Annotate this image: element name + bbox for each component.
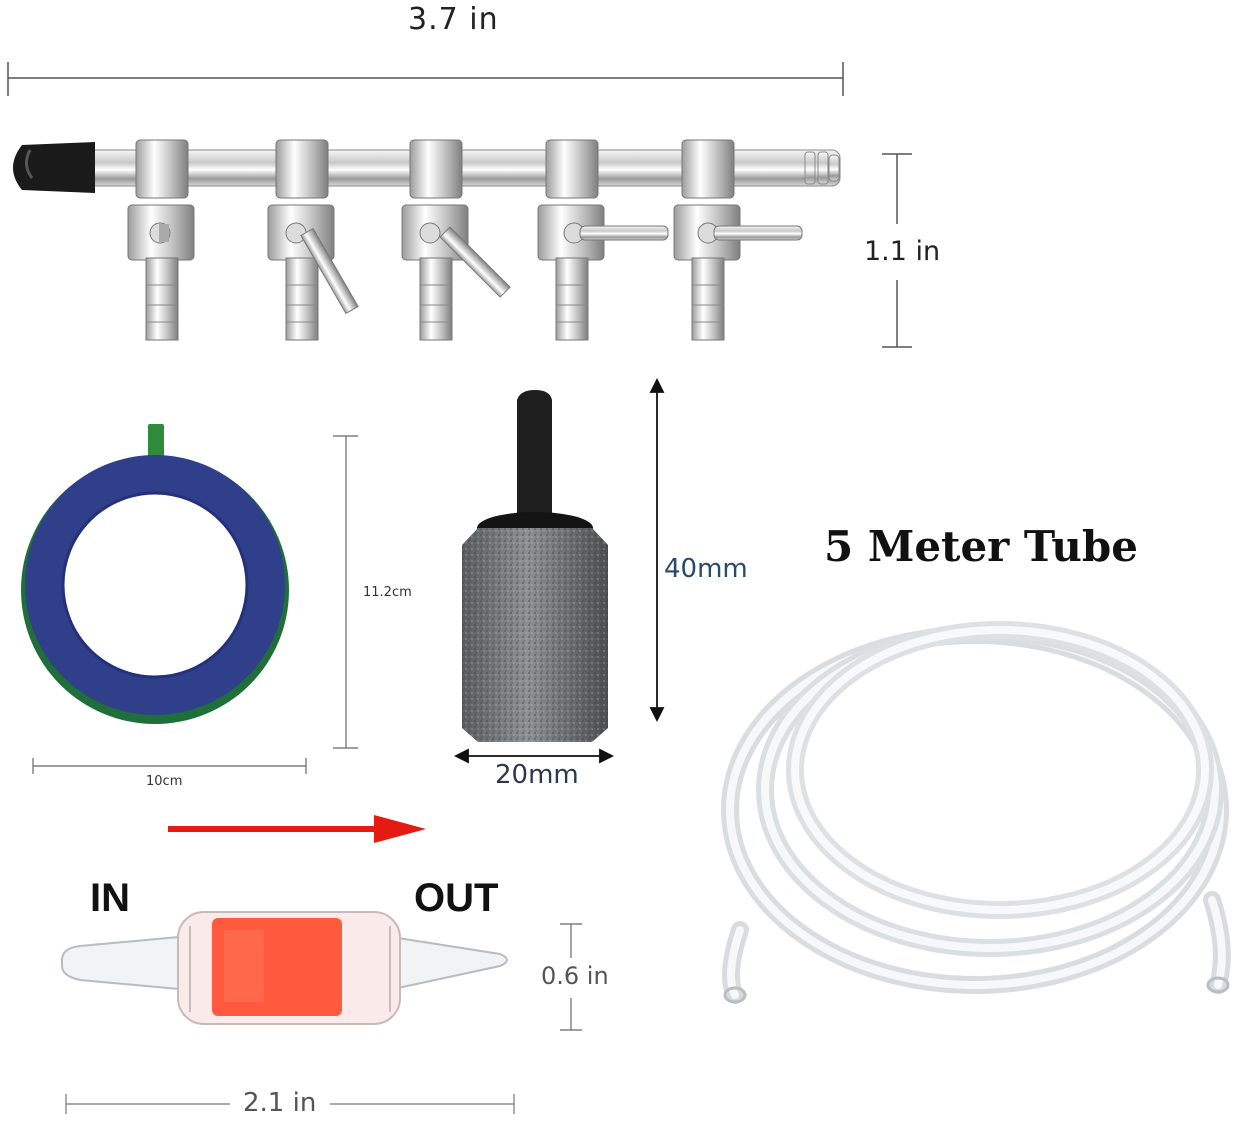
check-valve-width-label: 2.1 in <box>243 1088 317 1118</box>
valve-4 <box>537 139 669 341</box>
cylinder-width-label: 20mm <box>495 760 579 790</box>
manifold-width-dimension <box>7 62 844 96</box>
disc-height-dimension <box>333 435 358 749</box>
manifold-width-label: 3.7 in <box>408 2 499 37</box>
disc-air-stone <box>21 424 289 724</box>
disc-width-dimension <box>32 758 307 774</box>
check-valve-height-dimension <box>560 923 582 1031</box>
flow-direction-arrow <box>168 815 426 843</box>
manifold-height-dimension <box>882 153 912 348</box>
check-valve <box>61 911 508 1025</box>
check-valve-height-label: 0.6 in <box>541 962 609 990</box>
check-valve-width-dimension <box>65 1094 515 1114</box>
check-valve-in-label: IN <box>90 876 130 920</box>
valve-2 <box>267 139 359 341</box>
cylinder-height-label: 40mm <box>664 554 748 584</box>
cylinder-height-dimension <box>649 377 665 723</box>
valve-5 <box>673 139 803 341</box>
tube-title: 5 Meter Tube <box>824 522 1138 571</box>
air-tube-coil <box>721 621 1231 1004</box>
manifold-height-label: 1.1 in <box>864 236 941 267</box>
cylinder-width-dimension <box>453 748 615 764</box>
cylinder-air-stone <box>462 390 608 742</box>
check-valve-out-label: OUT <box>414 876 499 920</box>
valve-3 <box>401 139 511 341</box>
disc-width-label: 10cm <box>146 774 183 789</box>
valve-1 <box>127 139 195 341</box>
disc-height-label: 11.2cm <box>363 585 412 600</box>
air-manifold <box>13 139 841 341</box>
